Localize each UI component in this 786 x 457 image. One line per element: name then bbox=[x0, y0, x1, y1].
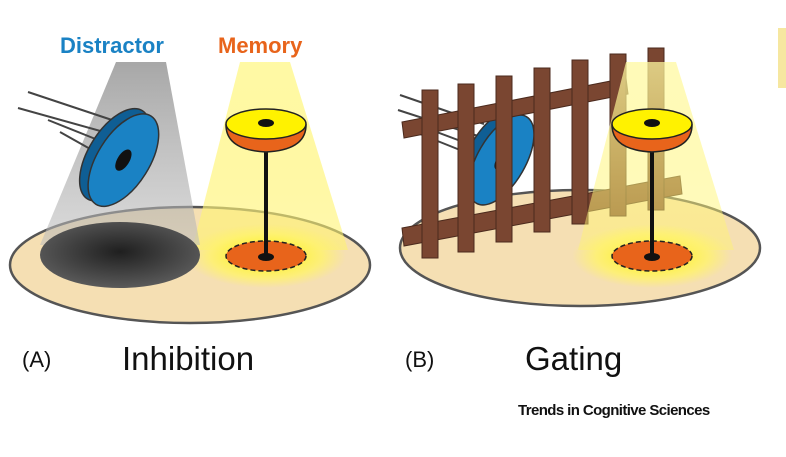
memory-dish-center-b bbox=[644, 119, 660, 127]
panel-b-diagram bbox=[397, 47, 762, 308]
memory-spotlight-cone-b bbox=[578, 62, 734, 250]
memory-floor-dot bbox=[258, 253, 274, 261]
distractor-wires bbox=[17, 91, 113, 151]
panel-b-letter: (B) bbox=[405, 347, 435, 372]
legend-distractor-label: Distractor bbox=[60, 33, 164, 58]
legend-memory-label: Memory bbox=[218, 33, 303, 58]
clipped-caption-edge bbox=[778, 28, 786, 278]
panel-a-letter: (A) bbox=[22, 347, 52, 372]
distractor-disc bbox=[78, 107, 160, 208]
panel-b-title: Gating bbox=[525, 340, 623, 377]
memory-spotlight-cone bbox=[192, 62, 348, 250]
memory-floor-dot-b bbox=[644, 253, 660, 261]
memory-dish-center bbox=[258, 119, 274, 127]
distractor-shadow bbox=[40, 222, 200, 288]
panel-a-title: Inhibition bbox=[122, 340, 255, 377]
journal-credit: Trends in Cognitive Sciences bbox=[518, 402, 710, 419]
panel-a-diagram bbox=[8, 62, 372, 325]
